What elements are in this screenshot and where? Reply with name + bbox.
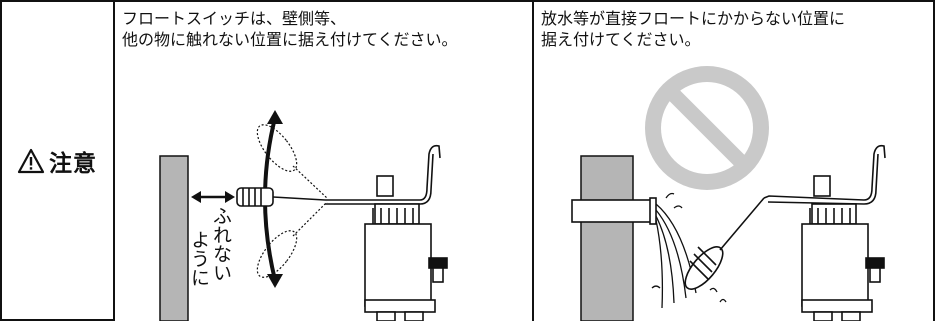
pump-icon (364, 175, 448, 321)
warning-triangle-icon (17, 148, 45, 173)
right-caption-line1: 放水等が直接フロートにかからない位置に (541, 9, 846, 28)
warning-label: 注意 (49, 150, 97, 177)
no-contact-label: ふれない ように (188, 206, 232, 287)
wall (580, 155, 634, 321)
left-caption-line1: フロートスイッチは、壁側等、 (122, 9, 347, 28)
panel-divider (532, 0, 534, 321)
float-switch-icon (684, 197, 765, 290)
clearance-arrow-icon (191, 191, 235, 203)
no-contact-label-col1: ふれない (210, 206, 232, 282)
prohibition-icon (645, 66, 769, 190)
float-switch-icon (236, 187, 326, 207)
pump-icon (801, 175, 885, 321)
warning-cell: 注意 (0, 0, 114, 321)
table-top-border (0, 0, 935, 2)
no-contact-label-col2: ように (188, 230, 210, 287)
float-position-upper (256, 124, 328, 199)
right-caption-line2: 据え付けてください。 (541, 30, 701, 49)
table-left-border (0, 0, 2, 321)
warning-column-divider (113, 0, 115, 321)
table-right-border (933, 0, 935, 321)
wall (159, 155, 189, 321)
right-panel-caption: 放水等が直接フロートにかからない位置に 据え付けてください。 (541, 8, 845, 50)
left-caption-line2: 他の物に触れない位置に据え付けてください。 (122, 30, 458, 49)
discharge-pipe-icon (571, 197, 657, 225)
float-position-lower (256, 201, 328, 278)
left-panel-caption: フロートスイッチは、壁側等、 他の物に触れない位置に据え付けてください。 (122, 8, 458, 50)
table-bottom-border (0, 319, 115, 321)
water-spray-illustration (571, 66, 886, 321)
float-switch-clearance-illustration: ふれない ように (159, 110, 448, 321)
